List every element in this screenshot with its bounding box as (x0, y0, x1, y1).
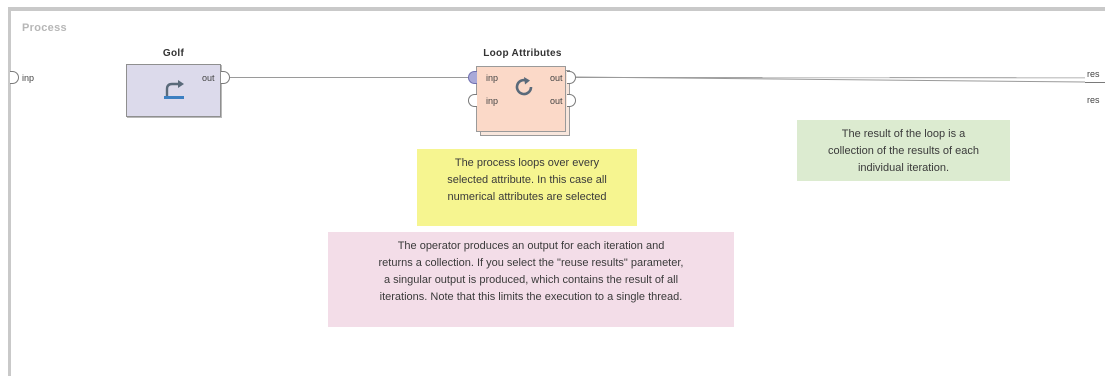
golf-out-port-label: out (202, 73, 215, 83)
loop-input-port-2-label: inp (486, 96, 499, 106)
loop-output-port-2[interactable] (567, 94, 576, 107)
result-port-2-label[interactable]: res (1087, 95, 1100, 105)
note-result-explanation[interactable]: The result of the loop is a collection o… (797, 120, 1010, 181)
note-line: iterations. Note that this limits the ex… (379, 291, 683, 303)
loop-output-port-1[interactable] (567, 71, 576, 84)
loop-attributes-operator[interactable] (476, 66, 566, 132)
loop-output-port-1-label: out (550, 73, 563, 83)
note-output-explanation[interactable]: The operator produces an output for each… (328, 232, 734, 327)
golf-operator[interactable] (126, 64, 221, 117)
result-port-1-stub (1085, 82, 1105, 83)
process-input-port[interactable] (10, 71, 19, 84)
note-loop-explanation[interactable]: The process loops over every selected at… (417, 149, 637, 226)
loop-output-port-2-label: out (550, 96, 563, 106)
loop-input-port-1-label: inp (486, 73, 499, 83)
process-label: Process (22, 22, 67, 34)
note-line: individual iteration. (857, 162, 950, 174)
wire-golf-to-loop[interactable] (230, 77, 475, 78)
wire-loop-out-to-res (575, 76, 1086, 83)
loop-input-port-2[interactable] (468, 94, 477, 107)
loop-input-port-1[interactable] (468, 71, 477, 84)
process-frame-top-border (8, 7, 1105, 11)
note-line: selected attribute. In this case all (447, 174, 607, 186)
note-line: returns a collection. If you select the … (378, 257, 684, 269)
process-input-port-label: inp (22, 73, 35, 83)
note-line: a singular output is produced, which con… (383, 274, 679, 286)
note-line: numerical attributes are selected (447, 191, 607, 203)
golf-out-port[interactable] (221, 71, 230, 84)
note-line: The result of the loop is a (841, 128, 966, 140)
note-line: The operator produces an output for each… (397, 240, 665, 252)
process-frame-left-border (8, 7, 11, 376)
loop-operator-title: Loop Attributes (483, 48, 562, 59)
retrieve-arrow-icon (164, 80, 184, 99)
golf-operator-title: Golf (162, 48, 185, 59)
note-line: The process loops over every (454, 157, 600, 169)
loop-refresh-icon (515, 77, 533, 96)
result-port-1-label[interactable]: res (1087, 69, 1100, 79)
note-line: collection of the results of each (827, 145, 980, 157)
